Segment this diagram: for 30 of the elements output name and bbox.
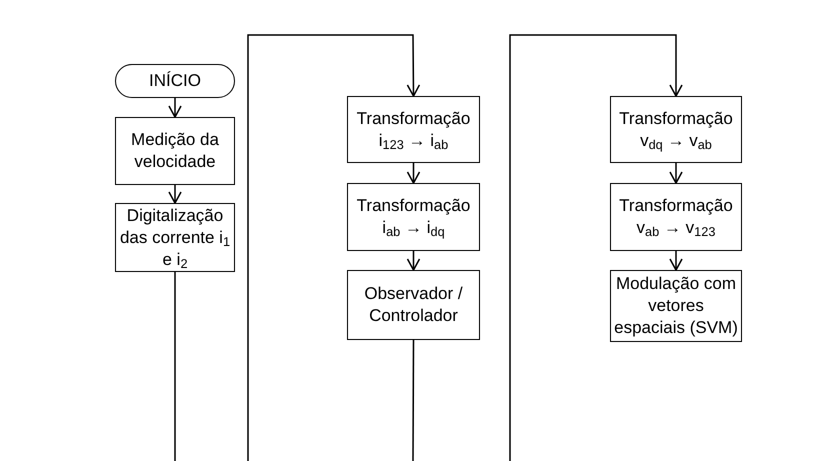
box-heading: Transformação xyxy=(619,108,733,130)
arrow xyxy=(669,251,683,271)
box-text: i$_{123}$ → i$_{ab}$ xyxy=(378,130,448,152)
box-text: Modulação com vetores espaciais (SVM) xyxy=(613,273,739,339)
process-box xyxy=(347,183,480,251)
process-box xyxy=(347,96,480,163)
arrow xyxy=(247,34,420,461)
process-box xyxy=(610,183,742,251)
connector-line xyxy=(174,272,176,461)
process-box xyxy=(610,96,742,163)
arrow xyxy=(168,185,182,204)
box-heading: Transformação xyxy=(356,195,470,217)
box-text: Observador / Controlador xyxy=(363,283,464,327)
box-text: v$_{dq}$ → v$_{ab}$ xyxy=(640,130,712,152)
arrow xyxy=(509,34,683,461)
box-heading: Transformação xyxy=(619,195,733,217)
process-box xyxy=(115,117,235,185)
box-text: i$_{ab}$ → i$_{dq}$ xyxy=(382,217,445,239)
box-text: Medição da velocidade xyxy=(130,129,220,173)
box-heading: Transformação xyxy=(356,108,470,130)
arrow xyxy=(406,163,420,184)
box-text: v$_{ab}$ → v$_{123}$ xyxy=(636,217,716,239)
arrow xyxy=(168,98,182,118)
process-box xyxy=(347,270,480,340)
arrow xyxy=(669,163,683,184)
arrow xyxy=(406,251,420,271)
box-text: Digitalização das corrente i$_{1}$ e i$_{2}$ xyxy=(118,204,232,270)
box-text: INÍCIO xyxy=(149,70,201,92)
connector-line xyxy=(412,340,414,461)
terminal-box xyxy=(115,64,235,98)
